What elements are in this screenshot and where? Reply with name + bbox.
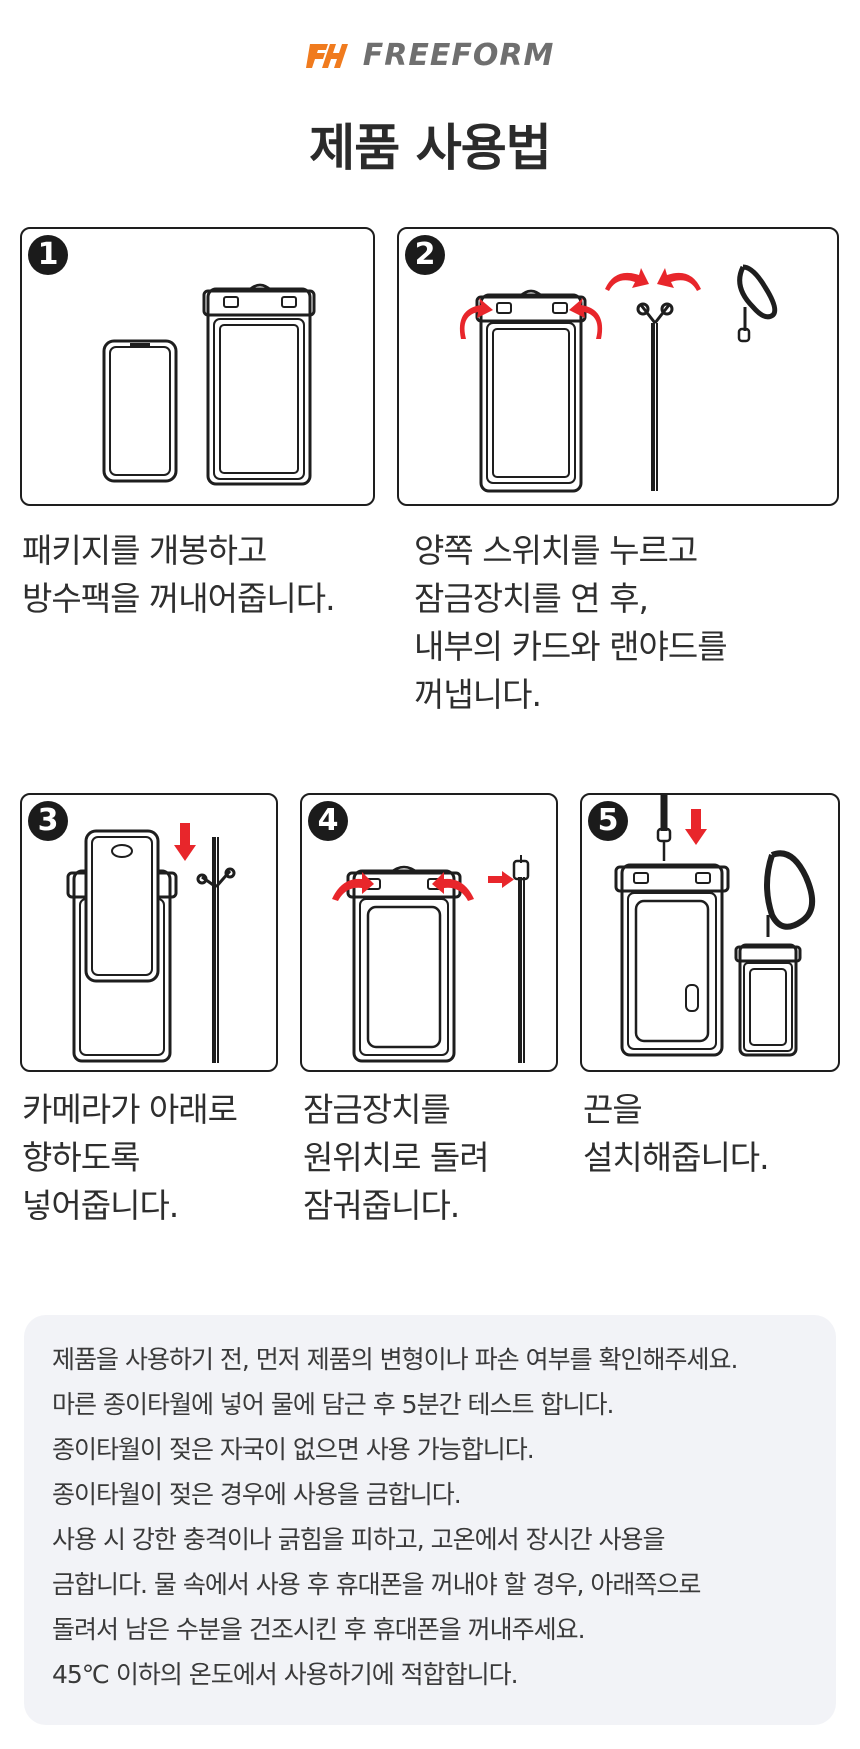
step-4-illustration: 4	[300, 793, 558, 1072]
step-number-badge: 3	[28, 801, 68, 841]
open-lock-drawing	[459, 264, 778, 493]
notice-line: 금합니다. 물 속에서 사용 후 휴대폰을 꺼내야 할 경우, 아래쪽으로	[52, 1570, 701, 1599]
usage-notice-box: 제품을 사용하기 전, 먼저 제품의 변형이나 파손 여부를 확인해주세요. 마…	[24, 1315, 836, 1725]
step-5-illustration: 5	[580, 793, 840, 1072]
notice-line: 사용 시 강한 충격이나 긁힘을 피하고, 고온에서 장시간 사용을	[52, 1525, 666, 1554]
step-number-badge: 2	[405, 235, 445, 275]
notice-line: 돌려서 남은 수분을 건조시킨 후 휴대폰을 꺼내주세요.	[52, 1615, 586, 1644]
freeform-logo-icon	[305, 43, 348, 68]
step-number-badge: 4	[308, 801, 348, 841]
phone-and-pouch-drawing	[102, 283, 316, 486]
notice-line: 45℃ 이하의 온도에서 사용하기에 적합합니다.	[52, 1660, 519, 1689]
step-number-badge: 1	[28, 235, 68, 275]
notice-line: 제품을 사용하기 전, 먼저 제품의 변형이나 파손 여부를 확인해주세요.	[52, 1345, 738, 1374]
brand-name: FREEFORM	[362, 38, 555, 73]
step-2-caption: 양쪽 스위치를 누르고 잠금장치를 연 후, 내부의 카드와 랜야드를 꺼냅니다…	[414, 531, 728, 714]
notice-line: 종이타월이 젖은 경우에 사용을 금합니다.	[52, 1480, 462, 1509]
step-1-caption: 패키지를 개봉하고 방수팩을 꺼내어줍니다.	[22, 531, 336, 618]
brand-logo: FREEFORM	[0, 38, 860, 73]
close-lock-drawing	[332, 855, 530, 1063]
notice-line: 종이타월이 젖은 자국이 없으면 사용 가능합니다.	[52, 1435, 535, 1464]
attach-lanyard-drawing	[614, 795, 815, 1057]
page-title: 제품 사용법	[309, 119, 551, 177]
step-2-illustration: 2	[397, 227, 839, 506]
step-1-illustration: 1	[20, 227, 375, 506]
step-3-caption: 카메라가 아래로 향하도록 넣어줍니다.	[22, 1090, 238, 1225]
step-5-caption: 끈을 설치해줍니다.	[583, 1090, 770, 1177]
notice-line: 마른 종이타월에 넣어 물에 담근 후 5분간 테스트 합니다.	[52, 1390, 614, 1419]
step-number-badge: 5	[588, 801, 628, 841]
step-3-illustration: 3	[20, 793, 278, 1072]
step-4-caption: 잠금장치를 원위치로 돌려 잠궈줍니다.	[303, 1090, 490, 1225]
insert-phone-drawing	[66, 823, 236, 1063]
